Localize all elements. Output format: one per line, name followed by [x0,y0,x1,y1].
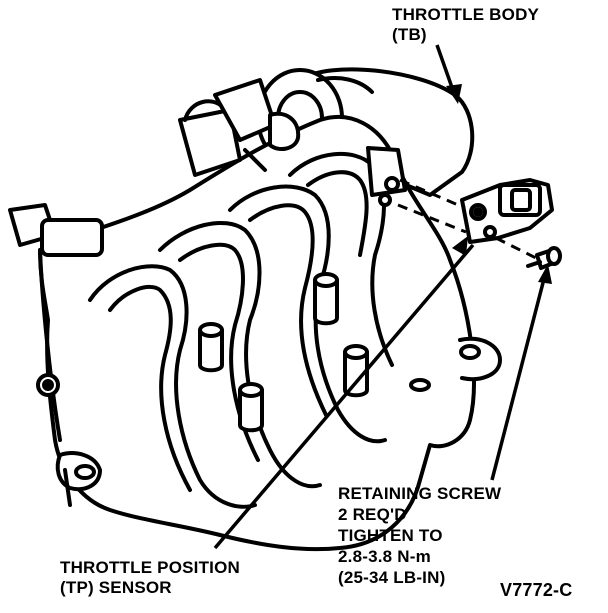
retaining-screw-label-line3: TIGHTEN TO [338,526,443,545]
tp-sensor-label-line1: THROTTLE POSITION [60,558,241,577]
retaining-screw-label-line1: RETAINING SCREW [338,484,502,503]
retaining-screw-label-line4: 2.8-3.8 N-m [338,547,431,566]
retaining-screw-label-line5: (25-34 LB-IN) [338,568,446,587]
retaining-screw-label: RETAINING SCREW 2 REQ'D TIGHTEN TO 2.8-3… [338,483,501,588]
leader-arrowheads [446,84,552,284]
throttle-body-label: THROTTLE BODY (TB) [392,5,539,45]
retaining-screw-label-line2: 2 REQ'D [338,505,407,524]
tp-sensor-drawing [460,178,554,244]
tp-sensor-label-line2: (TP) SENSOR [60,578,172,597]
upper-fittings [178,78,301,177]
throttle-body-label-line1: THROTTLE BODY [392,5,540,24]
tp-mount-flange [366,146,407,207]
figure-code: V7772-C [500,580,573,600]
right-mounting-boss [74,336,502,480]
retaining-screw-drawing [526,246,562,270]
throttle-body-label-line2: (TB) [392,25,427,44]
alignment-lines [397,178,537,260]
intake-runners [88,151,394,509]
tp-sensor-label: THROTTLE POSITION (TP) SENSOR [60,558,240,598]
manifold-bolt-bosses [198,272,369,433]
